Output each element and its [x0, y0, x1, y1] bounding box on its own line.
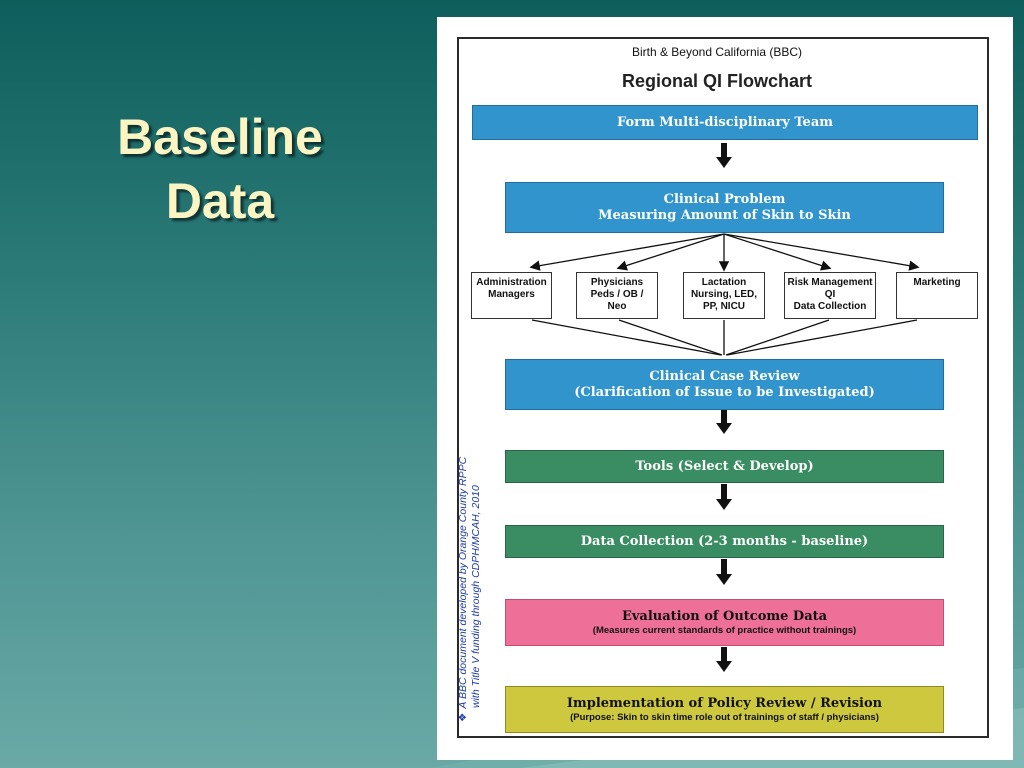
step-form-team-label: Form Multi-disciplinary Team	[616, 114, 834, 130]
group-line: Peds / OB /	[590, 289, 644, 300]
attribution-text1: A BBC document developed by Orange Count…	[457, 456, 469, 709]
step-tools: Tools (Select & Develop)	[505, 450, 944, 483]
step-case-review-subtitle: (Clarification of Issue to be Investigat…	[574, 384, 875, 400]
group-line: Lactation	[701, 277, 747, 288]
diamond-bullet-icon: ❖	[457, 712, 469, 722]
step-tools-label: Tools (Select & Develop)	[635, 458, 814, 474]
slide-title: Baseline Data	[60, 105, 380, 233]
group-line: QI	[824, 289, 836, 300]
group-line: Risk Management	[787, 277, 873, 288]
group-lactation: Lactation Nursing, LED, PP, NICU	[683, 272, 765, 319]
group-line: Physicians	[590, 277, 644, 288]
document-subtitle: Birth & Beyond California (BBC)	[631, 45, 803, 59]
step-implementation-title: Implementation of Policy Review / Revisi…	[566, 695, 883, 711]
group-physicians: Physicians Peds / OB / Neo	[576, 272, 658, 319]
arrow-down-icon	[716, 410, 732, 434]
flowchart-connectors	[529, 143, 920, 672]
arrow-down-icon	[716, 647, 732, 672]
arrow-down-icon	[716, 559, 732, 585]
step-evaluation-subtitle: (Measures current standards of practice …	[592, 624, 857, 636]
group-risk-management: Risk Management QI Data Collection	[784, 272, 876, 319]
attribution-line2: with Title V funding through CDPH/MCAH, …	[470, 485, 482, 708]
step-data-collection: Data Collection (2-3 months - baseline)	[505, 525, 944, 558]
group-line: Nursing, LED,	[690, 289, 758, 300]
slide-title-line2: Data	[165, 173, 275, 229]
group-line: Marketing	[913, 277, 961, 288]
step-evaluation: Evaluation of Outcome Data (Measures cur…	[505, 599, 944, 646]
group-line: Administration	[476, 277, 547, 288]
group-line: Neo	[607, 301, 627, 312]
step-implementation: Implementation of Policy Review / Revisi…	[505, 686, 944, 733]
document-frame	[457, 37, 989, 738]
step-clinical-problem: Clinical Problem Measuring Amount of Ski…	[505, 182, 944, 233]
step-implementation-subtitle: (Purpose: Skin to skin time role out of …	[570, 711, 879, 723]
group-marketing: Marketing	[896, 272, 978, 319]
arrow-down-icon	[716, 143, 732, 168]
step-clinical-problem-subtitle: Measuring Amount of Skin to Skin	[598, 207, 851, 223]
step-case-review-title: Clinical Case Review	[649, 368, 800, 384]
step-clinical-problem-title: Clinical Problem	[663, 191, 786, 207]
step-case-review: Clinical Case Review (Clarification of I…	[505, 359, 944, 410]
group-line: PP, NICU	[702, 301, 746, 312]
arrow-down-icon	[716, 484, 732, 510]
step-data-collection-label: Data Collection (2-3 months - baseline)	[580, 533, 869, 549]
slide-title-line1: Baseline	[117, 109, 323, 165]
attribution-note: ❖ A BBC document developed by Orange Coun…	[457, 432, 483, 722]
document-title: Regional QI Flowchart	[621, 71, 813, 91]
step-evaluation-title: Evaluation of Outcome Data	[621, 608, 828, 624]
group-administration: Administration Managers	[471, 272, 552, 319]
step-form-team: Form Multi-disciplinary Team	[472, 105, 978, 140]
group-line: Managers	[488, 289, 535, 300]
attribution-line1: ❖ A BBC document developed by Orange Coun…	[457, 432, 470, 722]
group-line: Data Collection	[793, 301, 867, 312]
flowchart-document: Birth & Beyond California (BBC) Regional…	[437, 17, 1013, 760]
